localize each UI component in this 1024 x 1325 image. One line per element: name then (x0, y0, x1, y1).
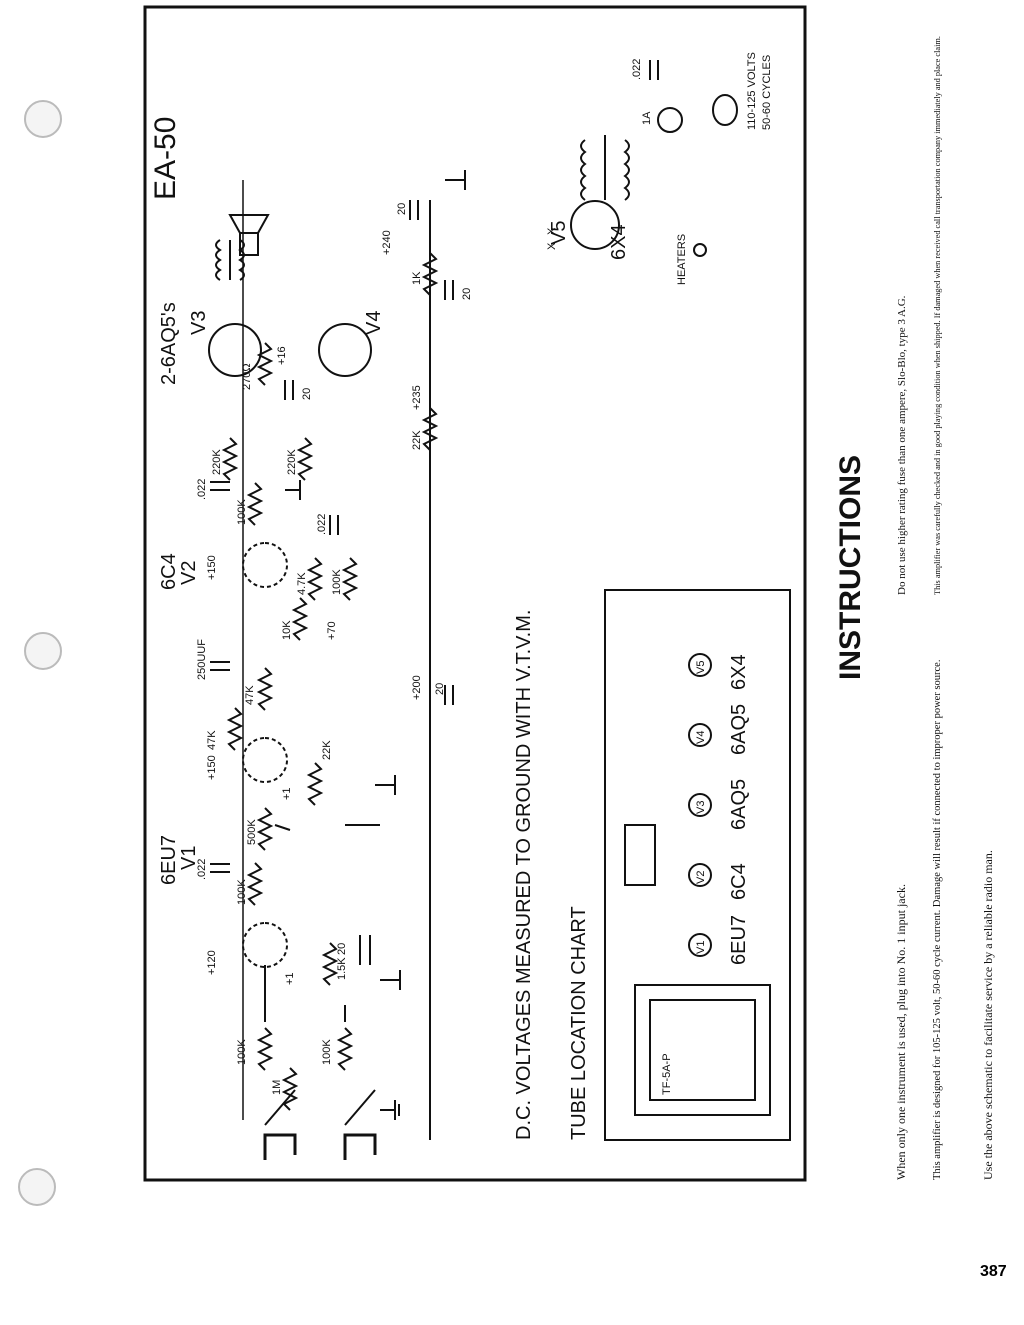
tube-v5-type-label: 6X4 (608, 224, 630, 260)
punch-hole-bottom (18, 1168, 56, 1206)
fuse-icon (657, 107, 683, 133)
chart-transformer-label: TF-5A-P (661, 1053, 673, 1095)
model-label: EA-50 (149, 117, 182, 200)
tube-v1-b (242, 737, 288, 783)
label-r-in1: 100K (236, 1039, 248, 1065)
tube-v5 (570, 200, 620, 250)
instruction-p5: This amplifier was carefully checked and… (933, 36, 942, 595)
tube-v5-pos-label: V5 (548, 221, 570, 245)
chart-tube-v3-circle (688, 793, 712, 817)
punch-hole-middle (24, 632, 62, 670)
tube-v3-pos-label: V3 (188, 311, 210, 335)
chart-tube-v3-pos: V3 (695, 801, 707, 814)
label-x1: X (546, 242, 558, 250)
label-c-20c: 20 (461, 288, 473, 300)
chart-tube-v3-type: 6AQ5 (728, 779, 750, 830)
chart-transformer-outline (634, 984, 771, 1116)
punch-hole-top (24, 100, 62, 138)
label-r-220kb: 220K (286, 449, 298, 475)
label-v240: +240 (381, 230, 393, 255)
tube-v2-pos-label: V2 (178, 561, 200, 585)
chart-tube-v4-circle (688, 863, 712, 887)
instructions-title: INSTRUCTIONS (834, 455, 867, 680)
tube-v34-type-label: 2-6AQ5's (158, 302, 180, 385)
label-x2: X (546, 227, 558, 235)
label-c-022d: .022 (631, 59, 643, 80)
label-r-47ka: 47K (206, 730, 218, 750)
tube-v3 (208, 323, 262, 377)
label-v1-plus1b: +1 (281, 787, 293, 800)
label-r-500k: 500K (246, 819, 258, 845)
label-v200: +200 (411, 675, 423, 700)
label-pot: 1M (271, 1080, 283, 1095)
tube-v1-type-label: 6EU7 (158, 835, 180, 885)
label-r-1k: 1K (411, 271, 423, 285)
page-number: 387 (980, 1263, 1007, 1280)
tube-v4 (318, 323, 372, 377)
label-c-250: 250UUF (196, 639, 208, 680)
label-r-22kb: 22K (411, 430, 423, 450)
label-r-in2: 100K (321, 1039, 333, 1065)
label-c-20b: 20 (301, 388, 313, 400)
chart-tube-v2-type: 6AQ5 (728, 704, 750, 755)
heater-lamp-icon (693, 243, 707, 257)
label-r-47kc: 4.7K (296, 572, 308, 595)
chart-choke-icon (624, 824, 656, 886)
label-v150b: +150 (206, 555, 218, 580)
instruction-p2: This amplifier is designed for 105-125 v… (932, 660, 943, 1180)
label-r-100kc: 100K (236, 499, 248, 525)
chart-tube-v5-circle (688, 933, 712, 957)
tube-v2-type-label: 6C4 (158, 553, 180, 590)
tube-v2 (242, 542, 288, 588)
label-c-022c: .022 (196, 479, 208, 500)
chart-tube-v1-type: 6X4 (728, 654, 750, 690)
label-c-20d: 20 (396, 203, 408, 215)
chart-tube-v4-type: 6C4 (728, 863, 750, 900)
label-v235: +235 (411, 385, 423, 410)
label-c-cath1: 20 (336, 943, 348, 955)
label-r-10k: 10K (281, 620, 293, 640)
label-r-270: 270Ω (241, 363, 253, 390)
chart-tube-v5-type: 6EU7 (728, 915, 750, 965)
instruction-p1: When only one instrument is used, plug i… (894, 884, 908, 1180)
label-c-20a: 20 (434, 683, 446, 695)
ground-symbol (380, 1100, 400, 1120)
label-r-22ka: 22K (321, 740, 333, 760)
label-power-line2: 50-60 CYCLES (761, 55, 773, 130)
tube-v1-a (242, 922, 288, 968)
voltage-heading: D.C. VOLTAGES MEASURED TO GROUND WITH V.… (513, 610, 535, 1140)
power-plug-icon (712, 94, 738, 126)
chart-tube-v1-pos: V5 (695, 661, 707, 674)
label-c-022a: .022 (196, 859, 208, 880)
chart-tube-v2-pos: V4 (695, 731, 707, 744)
label-v70: +70 (326, 621, 338, 640)
instruction-p4: Do not use higher rating fuse than one a… (896, 295, 908, 595)
label-r-100kb: 100K (331, 569, 343, 595)
label-v150a: +150 (206, 755, 218, 780)
label-v1-plus1: +1 (284, 972, 296, 985)
label-r-plate1: 100K (236, 879, 248, 905)
speaker-icon (239, 232, 259, 256)
label-r-47kb: 47K (244, 685, 256, 705)
schematic-frame (143, 5, 807, 1182)
label-r-220ka: 220K (211, 449, 223, 475)
label-c-022b: .022 (316, 514, 328, 535)
instruction-p3: Use the above schematic to facilitate se… (981, 850, 995, 1180)
chart-tube-v5-pos: V1 (695, 941, 707, 954)
tube-v1-pos-label: V1 (178, 846, 200, 870)
chart-tube-v2-circle (688, 723, 712, 747)
label-fuse: 1A (641, 111, 653, 125)
chart-tube-v4-pos: V2 (695, 871, 707, 884)
label-heaters: HEATERS (676, 234, 688, 285)
tube-location-chart-box (604, 589, 791, 1141)
label-v16: +16 (276, 346, 288, 365)
chart-title: TUBE LOCATION CHART (568, 906, 590, 1140)
chart-tube-v1-circle (688, 653, 712, 677)
label-power-line1: 110-125 VOLTS (746, 52, 758, 130)
label-v120: +120 (206, 950, 218, 975)
tube-v4-pos-label: V4 (363, 311, 385, 335)
label-r-cath1: 1.5K (336, 957, 348, 980)
